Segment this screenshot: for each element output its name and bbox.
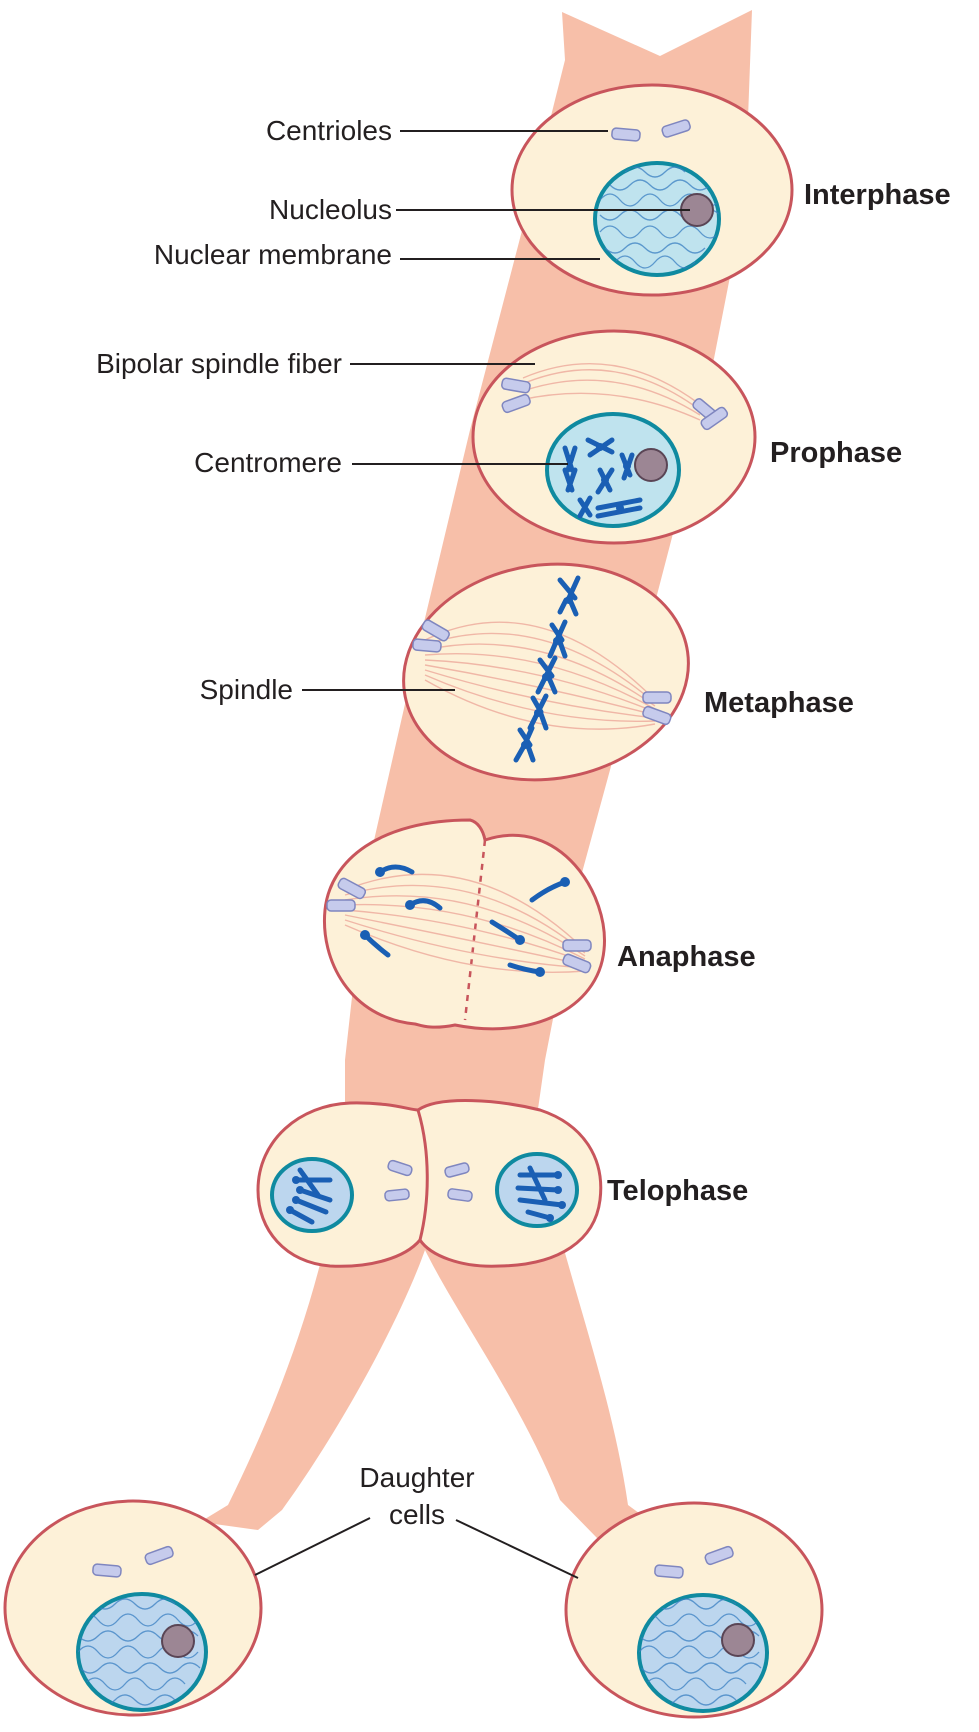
- telophase-cell: [258, 1101, 601, 1267]
- label-spindle: Spindle: [200, 674, 293, 705]
- phase-label-anaphase: Anaphase: [617, 941, 756, 973]
- prophase-nucleus: [547, 414, 679, 526]
- telophase-nucleus-left: [272, 1159, 352, 1231]
- daughter-cell-right: [566, 1503, 822, 1717]
- interphase-cell: [512, 85, 792, 295]
- telophase-nucleus-right: [497, 1154, 577, 1226]
- daughter-cell-left: [5, 1501, 261, 1715]
- anaphase-cell: [324, 820, 604, 1029]
- label-centromere: Centromere: [194, 447, 342, 478]
- phase-label-metaphase: Metaphase: [704, 687, 854, 719]
- phase-label-prophase: Prophase: [770, 437, 902, 469]
- label-nuclear-membrane: Nuclear membrane: [154, 239, 392, 270]
- prophase-cell: [473, 331, 755, 543]
- phase-label-interphase: Interphase: [804, 179, 951, 211]
- interphase-nucleus: [595, 163, 720, 275]
- label-cells: cells: [389, 1499, 445, 1530]
- phase-label-telophase: Telophase: [607, 1175, 748, 1207]
- label-centrioles: Centrioles: [266, 115, 392, 146]
- label-daughter: Daughter: [359, 1462, 474, 1493]
- label-nucleolus: Nucleolus: [269, 194, 392, 225]
- label-bipolar-spindle-fiber: Bipolar spindle fiber: [96, 348, 342, 379]
